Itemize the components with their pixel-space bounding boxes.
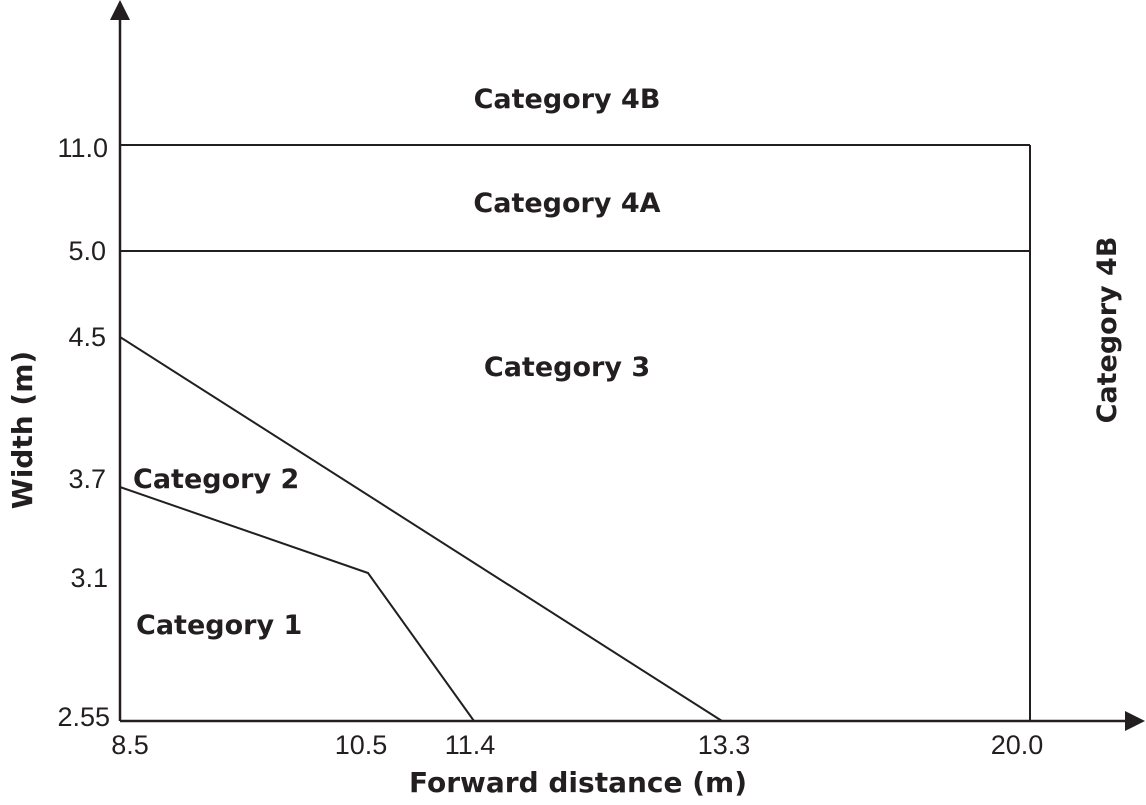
region-label-cat3: Category 3 (484, 352, 650, 383)
y-axis-label: Width (m) (6, 351, 39, 509)
y-axis-arrow-icon (110, 0, 130, 20)
y-tick-5-0: 5.0 (68, 236, 106, 266)
region-label-cat2: Category 2 (133, 464, 299, 495)
region-label-cat4b-right: Category 4B (1092, 237, 1123, 424)
x-axis-label: Forward distance (m) (409, 766, 747, 799)
y-tick-2-55: 2.55 (57, 702, 110, 732)
x-tick-13-3: 13.3 (698, 730, 751, 760)
x-tick-8-5: 8.5 (111, 730, 149, 760)
x-tick-20-0: 20.0 (991, 730, 1044, 760)
boundary-cat2-cat3 (119, 336, 723, 722)
region-label-cat4a: Category 4A (473, 188, 660, 219)
y-tick-3-1: 3.1 (70, 563, 108, 593)
y-tick-3-7: 3.7 (68, 464, 106, 494)
boundary-cat1-cat2 (119, 486, 475, 722)
y-tick-11-0: 11.0 (57, 133, 108, 163)
region-label-cat4b-top: Category 4B (474, 84, 661, 115)
region-label-cat1: Category 1 (136, 610, 302, 641)
y-tick-4-5: 4.5 (68, 322, 106, 352)
x-tick-10-5: 10.5 (335, 730, 388, 760)
x-tick-11-4: 11.4 (445, 730, 496, 760)
x-axis-arrow-icon (1125, 711, 1145, 731)
